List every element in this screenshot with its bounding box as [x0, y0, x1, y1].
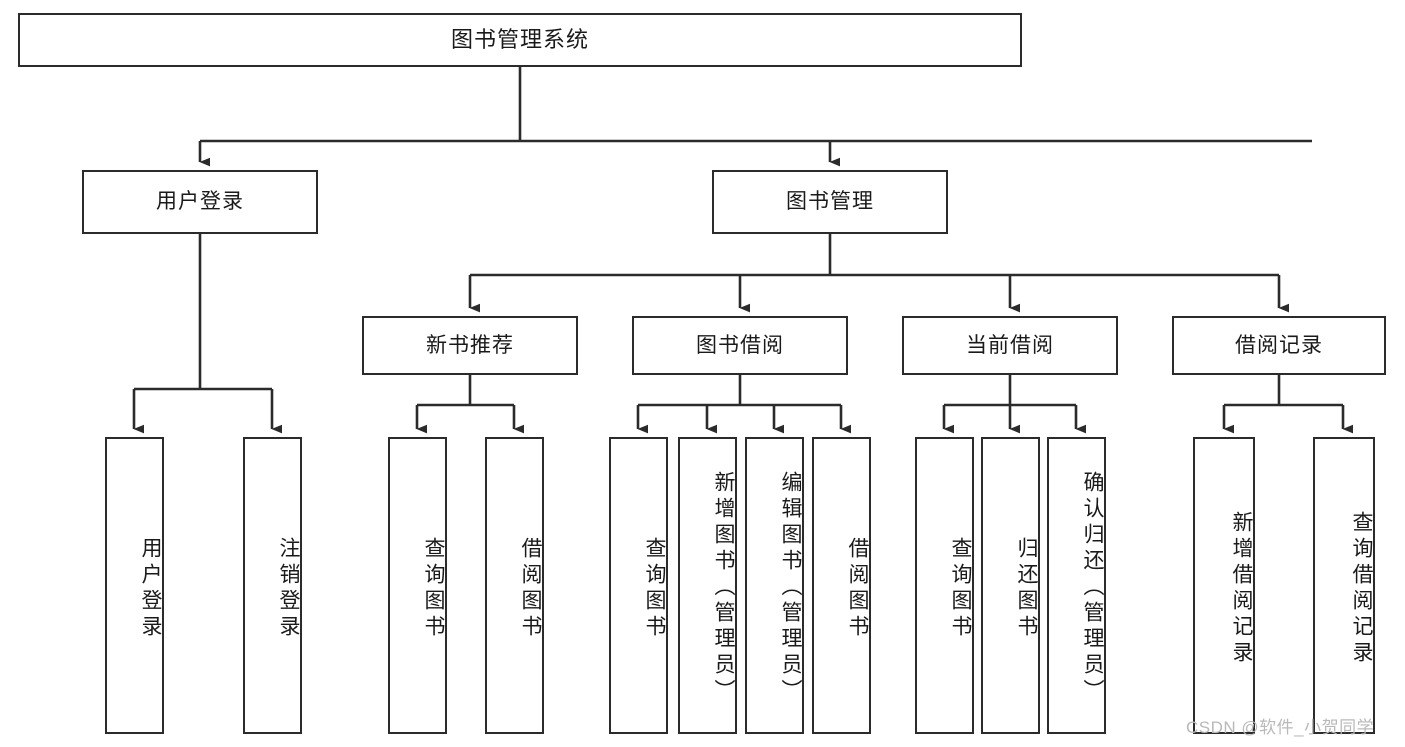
node-leaf-confirm-return[interactable]: 确认归还（管理员）	[1047, 437, 1106, 734]
node-label: 新增借阅记录	[1230, 510, 1253, 667]
node-label: 借阅图书	[846, 536, 869, 641]
node-label: 查询图书	[422, 536, 445, 641]
node-leaf-user-login[interactable]: 用户登录	[105, 437, 164, 734]
node-leaf-query-record[interactable]: 查询借阅记录	[1313, 437, 1375, 734]
node-label: 查询图书	[643, 536, 666, 641]
node-label: 借阅记录	[1235, 333, 1323, 357]
node-label: 查询图书	[949, 536, 972, 641]
node-new-book-recommend[interactable]: 新书推荐	[362, 316, 578, 375]
node-borrow-record[interactable]: 借阅记录	[1172, 316, 1386, 375]
node-label: 编辑图书（管理员）	[779, 470, 802, 705]
node-leaf-add-book[interactable]: 新增图书（管理员）	[678, 437, 737, 734]
node-label: 借阅图书	[519, 536, 542, 641]
node-label: 图书管理系统	[450, 26, 589, 52]
node-label: 确认归还（管理员）	[1081, 470, 1104, 705]
node-leaf-query-book-3[interactable]: 查询图书	[915, 437, 974, 734]
node-label: 归还图书	[1015, 536, 1038, 641]
node-user-login[interactable]: 用户登录	[82, 170, 318, 234]
node-label: 图书借阅	[696, 333, 784, 357]
node-label: 查询借阅记录	[1350, 510, 1373, 667]
node-leaf-borrow-book-1[interactable]: 借阅图书	[485, 437, 544, 734]
node-label: 用户登录	[139, 536, 162, 641]
node-label: 图书管理	[786, 190, 874, 214]
node-leaf-logout[interactable]: 注销登录	[243, 437, 302, 734]
node-book-borrow[interactable]: 图书借阅	[632, 316, 848, 375]
node-book-management[interactable]: 图书管理	[712, 170, 948, 234]
node-leaf-borrow-book-2[interactable]: 借阅图书	[812, 437, 871, 734]
node-label: 新增图书（管理员）	[712, 470, 735, 705]
node-leaf-query-book-2[interactable]: 查询图书	[609, 437, 668, 734]
node-label: 用户登录	[156, 190, 244, 214]
node-leaf-query-book-1[interactable]: 查询图书	[388, 437, 447, 734]
node-label: 当前借阅	[966, 333, 1054, 357]
node-leaf-return-book[interactable]: 归还图书	[981, 437, 1040, 734]
node-leaf-edit-book[interactable]: 编辑图书（管理员）	[745, 437, 804, 734]
node-book-management-system[interactable]: 图书管理系统	[18, 13, 1022, 67]
node-leaf-add-record[interactable]: 新增借阅记录	[1193, 437, 1255, 734]
node-label: 注销登录	[277, 536, 300, 641]
csdn-watermark: CSDN @软件_小贺同学	[1186, 718, 1375, 737]
node-label: 新书推荐	[426, 333, 514, 357]
node-current-borrow[interactable]: 当前借阅	[902, 316, 1118, 375]
